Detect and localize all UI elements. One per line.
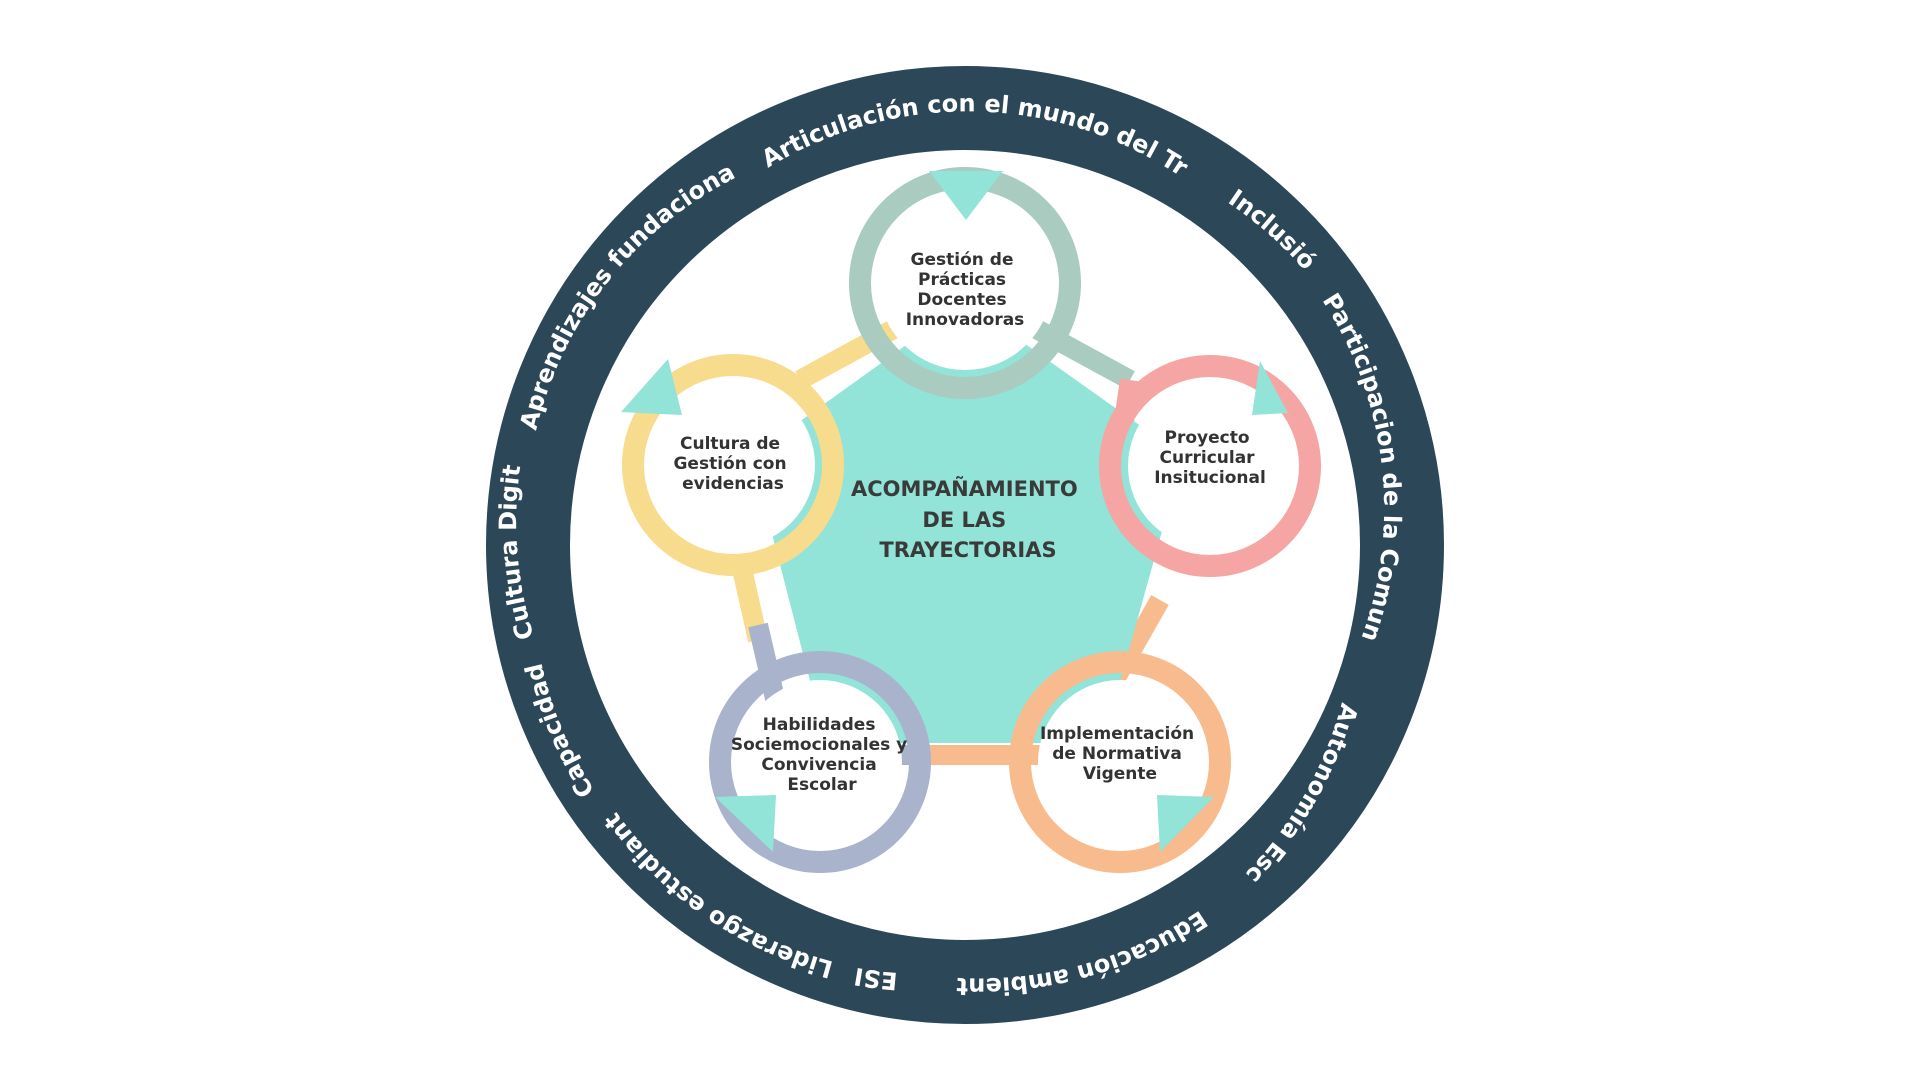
node-disc <box>1128 384 1292 548</box>
ring-label-cultura-digital: Cultura Digital <box>0 0 540 643</box>
node-label-line: Habilidades <box>763 715 876 735</box>
node-ring <box>622 354 844 576</box>
arrowhead-icon <box>929 171 1003 220</box>
node-label-line: Sociemocionales y <box>731 735 907 755</box>
node-label: Implementación de Normativa Vigente <box>1040 724 1200 784</box>
node-label-line: Convivencia <box>761 755 876 775</box>
arrowhead-icon <box>1157 795 1214 852</box>
center-title-line: TRAYECTORIAS <box>879 538 1056 562</box>
node-habilidades: Habilidades Sociemocionales y Convivenci… <box>709 651 931 873</box>
node-disc <box>878 196 1052 370</box>
node-label-line: Prácticas <box>918 270 1006 290</box>
node-ring <box>709 651 931 873</box>
node-label-line: Gestión de <box>911 250 1014 270</box>
node-label-line: Docentes <box>917 290 1006 310</box>
node-ring <box>1099 355 1321 577</box>
outer-ring <box>486 66 1444 1024</box>
node-label-line: evidencias <box>682 474 784 494</box>
node-label-line: Escolar <box>787 775 857 795</box>
node-label-line: Cultura de <box>680 434 780 454</box>
arrowhead-icon <box>621 359 682 415</box>
node-proyecto: Proyecto Curricular Insitucional <box>1099 355 1321 577</box>
center-pentagon <box>752 302 1183 743</box>
node-ring <box>1009 651 1231 873</box>
node-label: Cultura de Gestión con evidencias <box>673 434 792 494</box>
ring-label-participacion: Participacion de la Comunidad <box>0 0 1406 645</box>
arrowhead-icon <box>1252 361 1288 415</box>
arrowheads <box>621 171 1288 852</box>
node-label-line: Proyecto <box>1165 428 1250 448</box>
node-label: Gestión de Prácticas Docentes Innovadora… <box>906 250 1025 330</box>
node-disc <box>738 680 902 844</box>
center-title-line: ACOMPAÑAMIENTO <box>851 476 1078 501</box>
node-label-line: de Normativa <box>1052 744 1182 764</box>
node-label-line: Implementación <box>1040 724 1194 744</box>
node-label-line: Innovadoras <box>906 310 1025 330</box>
node-cultura: Cultura de Gestión con evidencias <box>622 354 844 576</box>
node-label-line: Gestión con <box>673 454 786 474</box>
arrowhead-icon <box>715 795 776 852</box>
node-disc <box>651 383 815 547</box>
node-implementacion: Implementación de Normativa Vigente <box>1009 651 1231 873</box>
center-title-line: DE LAS <box>922 508 1006 532</box>
ring-label-esi: ESI <box>852 962 898 995</box>
node-label: Proyecto Curricular Insitucional <box>1154 428 1266 488</box>
node-label-line: Vigente <box>1083 764 1157 784</box>
node-label-line: Insitucional <box>1154 468 1266 488</box>
node-label-line: Curricular <box>1160 448 1256 468</box>
node-label: Habilidades Sociemocionales y Convivenci… <box>731 715 913 795</box>
center-title: ACOMPAÑAMIENTO DE LAS TRAYECTORIAS <box>851 476 1085 562</box>
